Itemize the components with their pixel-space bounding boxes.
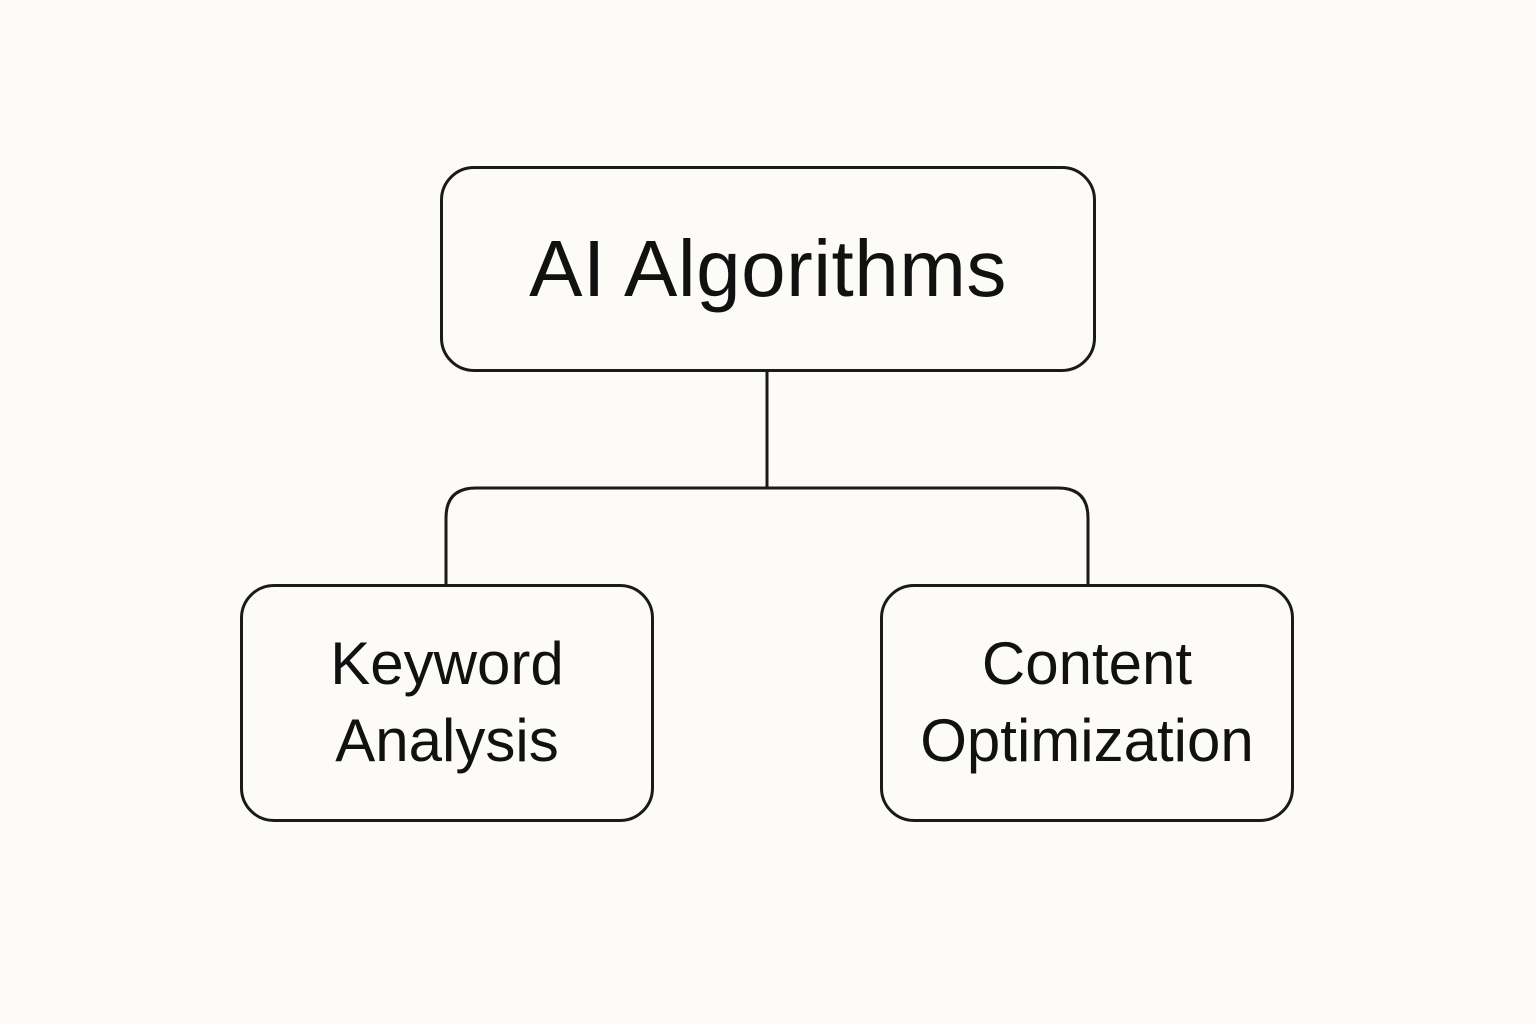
child-node-keyword-analysis: Keyword Analysis [240, 584, 654, 822]
child-node-label-line2: Optimization [920, 707, 1254, 774]
child-node-label: Keyword Analysis [330, 626, 563, 780]
root-node-label: AI Algorithms [529, 224, 1007, 313]
child-node-label: Content Optimization [920, 626, 1253, 780]
connector-branch [444, 486, 1090, 584]
child-node-label-line1: Content [981, 630, 1193, 698]
root-node: AI Algorithms [440, 166, 1096, 372]
child-node-label-line1: Keyword [330, 630, 564, 698]
child-node-label-line2: Analysis [335, 707, 559, 774]
child-node-content-optimization: Content Optimization [880, 584, 1294, 822]
